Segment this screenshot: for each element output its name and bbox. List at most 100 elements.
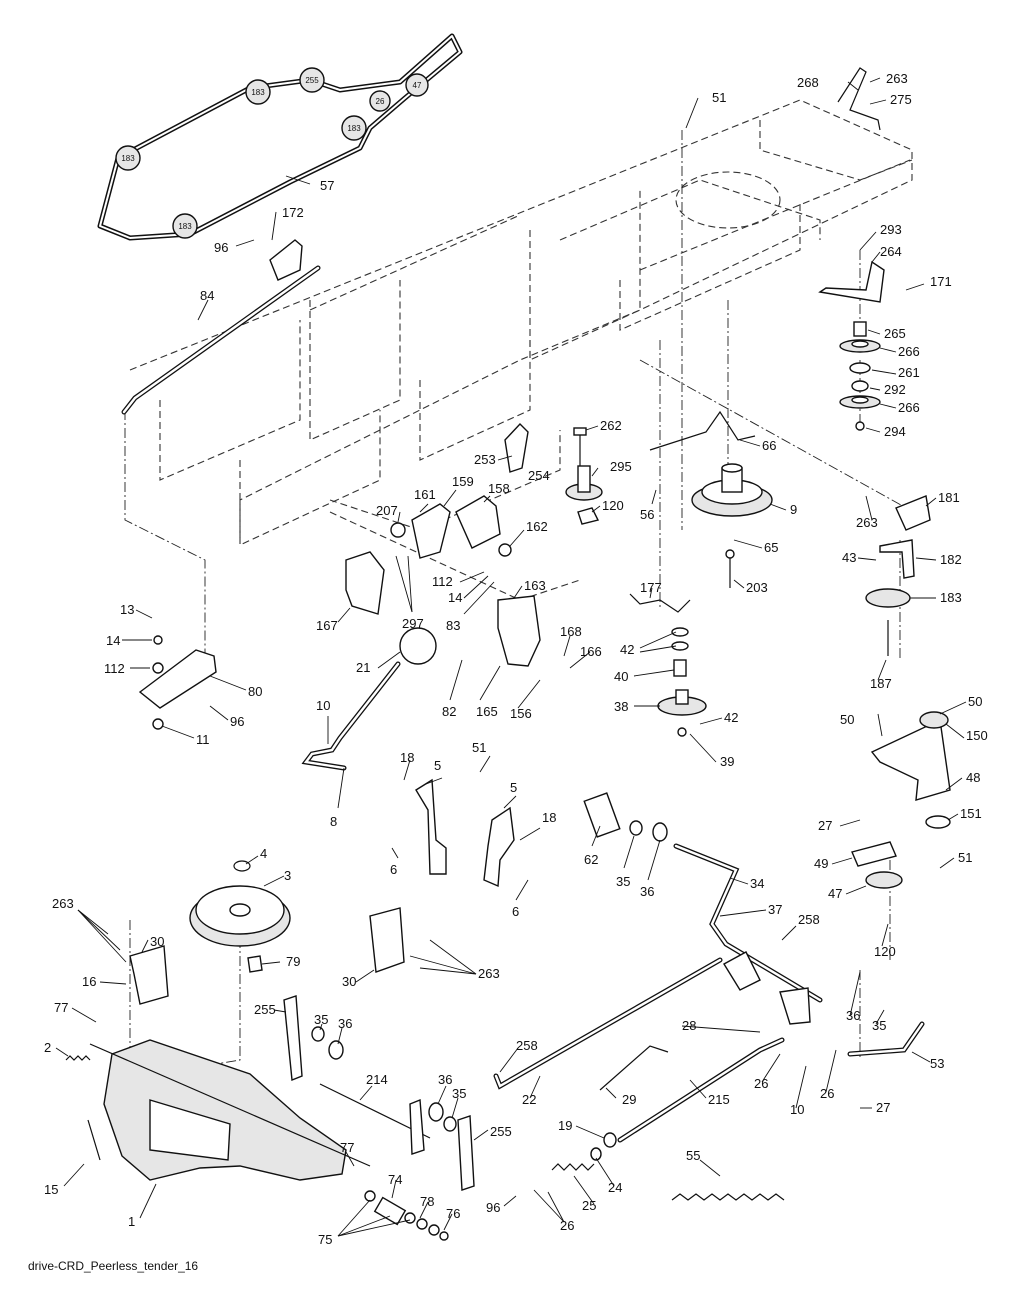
bolt-262 — [573, 427, 587, 466]
part-label: 120 — [602, 498, 624, 513]
part-label: 96 — [214, 240, 228, 255]
axle-parts-74-78-76 — [364, 1190, 449, 1241]
nut-24 — [590, 1147, 602, 1161]
rod-22 — [493, 957, 723, 1090]
pulley-stack-38-40 — [657, 627, 707, 737]
part-label: 76 — [446, 1206, 460, 1221]
part-number-labels: 268 263 275 51 57 172 96 84 293 264 171 … — [44, 71, 988, 1247]
part-label: 55 — [686, 1148, 700, 1163]
part-label: 15 — [44, 1182, 58, 1197]
part-label: 165 — [476, 704, 498, 719]
spring-2 — [65, 1055, 91, 1061]
spring-55 — [671, 1193, 785, 1201]
part-label: 77 — [54, 1000, 68, 1015]
part-label: 77 — [340, 1140, 354, 1155]
nut-19 — [603, 1132, 617, 1148]
wire-177 — [629, 593, 691, 613]
bracket-5-right — [483, 806, 515, 888]
part-label: 82 — [442, 704, 456, 719]
part-label: 150 — [966, 728, 988, 743]
svg-text:183: 183 — [347, 124, 361, 133]
pulley-295 — [565, 465, 603, 525]
part-label: 263 — [52, 896, 74, 911]
part-label: 255 — [254, 1002, 276, 1017]
part-label: 22 — [522, 1092, 536, 1107]
part-label: 181 — [938, 490, 960, 505]
part-label: 8 — [330, 814, 337, 829]
pulley-marker-3: 47 — [405, 73, 429, 97]
part-label: 268 — [797, 75, 819, 90]
part-label: 5 — [510, 780, 517, 795]
part-label: 158 — [488, 481, 510, 496]
part-label: 26 — [820, 1086, 834, 1101]
part-label: 27 — [818, 818, 832, 833]
part-label: 203 — [746, 580, 768, 595]
diagram-caption: drive-CRD_Peerless_tender_16 — [28, 1259, 198, 1273]
part-label: 27 — [876, 1100, 890, 1115]
part-label: 10 — [790, 1102, 804, 1117]
part-label: 38 — [614, 699, 628, 714]
part-label: 62 — [584, 852, 598, 867]
bracket-264 — [818, 260, 885, 303]
transaxle-1 — [89, 1039, 371, 1181]
part-label: 19 — [558, 1118, 572, 1133]
part-label: 9 — [790, 502, 797, 517]
bracket-30-right — [369, 907, 405, 973]
part-label: 36 — [438, 1072, 452, 1087]
part-label: 156 — [510, 706, 532, 721]
bracket-49-pulley-47 — [851, 841, 903, 889]
part-label: 166 — [580, 644, 602, 659]
part-label: 37 — [768, 902, 782, 917]
pulley-marker-7: 183 — [172, 213, 198, 239]
part-label: 294 — [884, 424, 906, 439]
part-label: 168 — [560, 624, 582, 639]
part-label: 295 — [610, 459, 632, 474]
part-label: 5 — [434, 758, 441, 773]
lever-8-with-knob-21 — [301, 627, 437, 771]
svg-text:183: 183 — [251, 88, 265, 97]
part-label: 263 — [478, 966, 500, 981]
belt-guide-268 — [837, 67, 881, 131]
part-label: 35 — [616, 874, 630, 889]
part-label: 80 — [248, 684, 262, 699]
part-label: 151 — [960, 806, 982, 821]
part-label: 65 — [764, 540, 778, 555]
part-label: 83 — [446, 618, 460, 633]
part-label: 18 — [542, 810, 556, 825]
part-label: 43 — [842, 550, 856, 565]
part-label: 187 — [870, 676, 892, 691]
part-label: 35 — [452, 1086, 466, 1101]
part-label: 1 — [128, 1214, 135, 1229]
leader-lines — [55, 77, 967, 1237]
part-label: 34 — [750, 876, 764, 891]
part-label: 297 — [402, 616, 424, 631]
tractor-frame — [129, 99, 913, 601]
part-label: 275 — [890, 92, 912, 107]
bar-255-right — [457, 1115, 475, 1191]
part-label: 56 — [640, 507, 654, 522]
part-label: 258 — [798, 912, 820, 927]
part-label: 53 — [930, 1056, 944, 1071]
part-label: 214 — [366, 1072, 388, 1087]
part-label: 50 — [968, 694, 982, 709]
part-label: 258 — [516, 1038, 538, 1053]
svg-text:183: 183 — [178, 222, 192, 231]
belt-pulley-markers: 183 255 47 26 183 183 183 — [115, 67, 429, 239]
part-label: 42 — [724, 710, 738, 725]
transmission-pulley-3 — [189, 860, 291, 947]
part-label: 36 — [338, 1016, 352, 1031]
part-label: 112 — [104, 661, 125, 676]
svg-text:183: 183 — [121, 154, 135, 163]
bracket-5-left — [415, 778, 447, 875]
svg-text:47: 47 — [413, 81, 422, 90]
part-label: 262 — [600, 418, 622, 433]
part-label: 25 — [582, 1198, 596, 1213]
part-label: 163 — [524, 578, 546, 593]
part-label: 40 — [614, 669, 628, 684]
guide-lines — [124, 130, 911, 1071]
part-label: 261 — [898, 365, 920, 380]
part-label: 39 — [720, 754, 734, 769]
part-label: 21 — [356, 660, 370, 675]
part-label: 14 — [448, 590, 462, 605]
svg-text:255: 255 — [305, 76, 319, 85]
